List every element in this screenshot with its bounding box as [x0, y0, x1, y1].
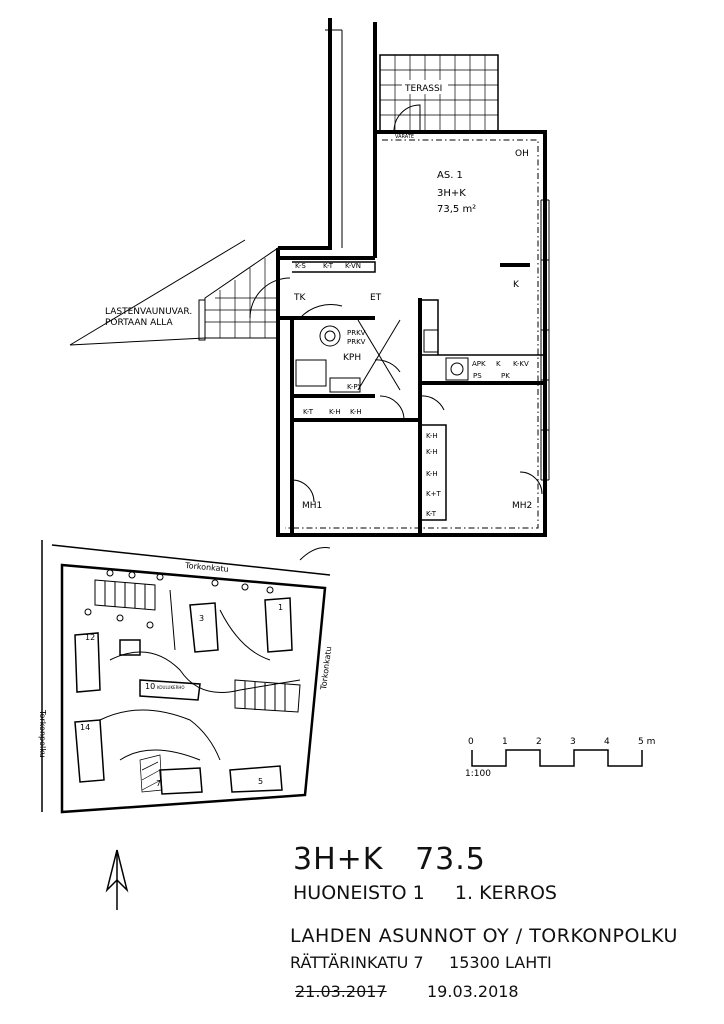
- building-number-1: 1: [278, 603, 283, 612]
- scale-tick: 5 m: [638, 737, 655, 747]
- building-number-7: 7: [156, 779, 161, 788]
- closet-label: K-T: [323, 262, 334, 270]
- building-number-14: 14: [80, 723, 90, 732]
- room-kph-label: KPH: [343, 353, 361, 363]
- closet-label: K-VN: [345, 262, 361, 270]
- closet-label: K+T: [426, 490, 441, 498]
- closet-label: K-H: [329, 408, 341, 416]
- building-number-3: 3: [199, 614, 204, 623]
- stroller-storage: LASTENVAUNUVAR. PORTAAN ALLA: [69, 239, 279, 346]
- building-10-label: KOULUKERHO: [157, 685, 185, 690]
- apartment-type: 3H+K: [437, 188, 466, 199]
- scale-tick: 0: [468, 737, 474, 747]
- closet-label: K-H: [350, 408, 362, 416]
- closet-label: PRKV: [347, 329, 366, 337]
- varate-label: VARATE: [395, 134, 414, 140]
- stroller-label-2: PORTAAN ALLA: [105, 318, 173, 328]
- stroller-label-1: LASTENVAUNUVAR.: [105, 307, 192, 317]
- scale-bar: 0 1 2 3 4 5 m 1:100: [465, 737, 655, 779]
- scale-tick: 4: [604, 737, 610, 747]
- room-oh-label: OH: [515, 149, 529, 159]
- closet-label: K-T: [303, 408, 314, 416]
- apartment-area: 73,5 m²: [437, 204, 476, 215]
- closet-label: K-T: [426, 510, 437, 518]
- terrace-label: TERASSI: [404, 84, 442, 94]
- room-mh1-label: MH1: [302, 501, 322, 511]
- address: RÄTTÄRINKATU 7 15300 LAHTI: [290, 953, 552, 972]
- north-arrow-icon: [105, 849, 129, 910]
- floor-plan: TERASSI VARATE: [69, 18, 550, 537]
- room-k-label: K: [513, 280, 520, 290]
- company-name: LAHDEN ASUNNOT OY / TORKONPOLKU: [290, 925, 678, 947]
- building-number-10: 10: [145, 682, 155, 691]
- closet-label: PK: [501, 372, 510, 380]
- apartment-type-area: 3H+K 73.5: [293, 842, 486, 877]
- room-tk-label: TK: [293, 293, 306, 303]
- scale-tick: 1: [502, 737, 508, 747]
- street-torkonkatu-top: Torkonkatu: [184, 561, 229, 574]
- scale-ratio: 1:100: [465, 769, 491, 779]
- building-number-12: 12: [85, 633, 95, 642]
- scale-tick: 2: [536, 737, 542, 747]
- street-torkonpolku: Torkonpolku: [38, 709, 47, 758]
- apartment-label: AS. 1: [437, 170, 463, 181]
- closet-label: K-S: [295, 262, 306, 270]
- new-date: 19.03.2018: [427, 982, 519, 1001]
- closet-label: PS: [473, 372, 482, 380]
- closet-label: K: [496, 360, 501, 368]
- closet-label: K-KV: [513, 360, 529, 368]
- closet-label: K-H: [426, 448, 438, 456]
- closet-label: PRKV: [347, 338, 366, 346]
- apartment-floor: HUONEISTO 1 1. KERROS: [293, 882, 557, 904]
- building-number-5: 5: [258, 777, 263, 786]
- old-date: 21.03.2017: [295, 982, 387, 1001]
- closet-label: K-H: [426, 432, 438, 440]
- scale-tick: 3: [570, 737, 576, 747]
- room-mh2-label: MH2: [512, 501, 532, 511]
- closet-label: K-PY: [347, 383, 362, 391]
- closet-label: APK: [472, 360, 486, 368]
- closet-label: K-H: [426, 470, 438, 478]
- site-map: Torkonkatu Torkonkatu Torkonpolku: [38, 540, 333, 814]
- room-et-label: ET: [370, 293, 382, 303]
